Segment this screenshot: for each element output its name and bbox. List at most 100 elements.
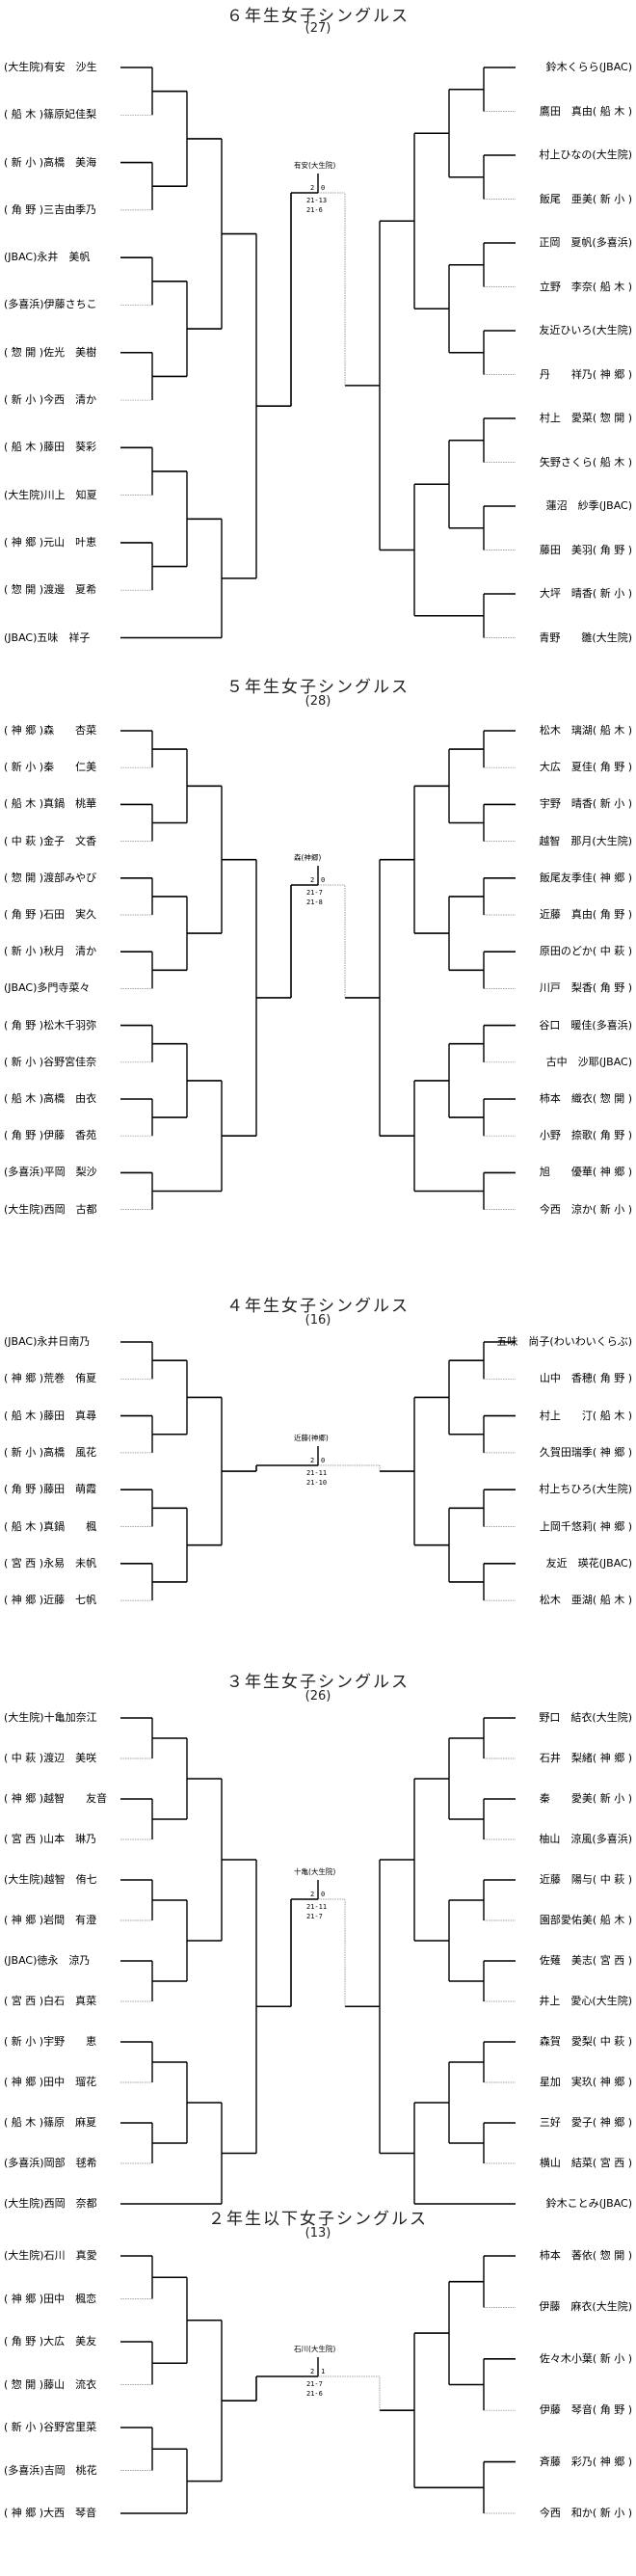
club-label: ( 新 小 )	[4, 393, 44, 407]
player-entry: 佐々木小葉( 新 小 )	[540, 2352, 632, 2366]
player-name: 旭 優華	[539, 1166, 593, 1179]
player-name: 森 杏菜	[43, 724, 97, 737]
player-name: 矢野さくら	[539, 455, 593, 469]
player-name: 佐光 美樹	[43, 345, 97, 359]
club-label: ( 惣 開 )	[4, 345, 44, 359]
club-label: (大生院)	[4, 1202, 44, 1216]
bracket-title: ４年生女子シングルス	[226, 1297, 410, 1316]
player-name: 友近ひいろ	[539, 324, 593, 336]
player-name: 今西 涼か	[539, 1202, 593, 1216]
club-label: (大生院)	[592, 324, 632, 336]
club-label: ( 角 野 )	[4, 2335, 44, 2348]
player-name: 永易 未帆	[43, 1556, 97, 1570]
champion-label: 森(神郷)	[294, 853, 322, 862]
player-entry: 丹 祥乃( 神 郷 )	[540, 368, 632, 382]
player-entry: 柿本 織衣( 惣 開 )	[540, 1092, 632, 1106]
player-entry: ( 宮 西 )山本 琳乃	[4, 1833, 96, 1846]
club-label: (JBAC)	[4, 1335, 38, 1348]
player-name: 西岡 奈都	[43, 2197, 97, 2210]
player-entry: ( 中 萩 )渡辺 美咲	[4, 1752, 96, 1765]
player-entry: ( 神 郷 )近藤 七帆	[4, 1594, 96, 1607]
player-entry: (大生院)西岡 奈都	[4, 2197, 97, 2211]
player-entry: 伊藤 麻衣(大生院)	[539, 2300, 632, 2314]
final-score: 21-6	[306, 2390, 323, 2398]
club-label: (JBAC)	[598, 499, 632, 512]
player-entry: 旭 優華( 神 郷 )	[540, 1166, 632, 1179]
club-label: ( 角 野 )	[592, 761, 632, 774]
club-label: (大生院)	[4, 1873, 44, 1886]
player-name: 五味 尚子	[496, 1335, 550, 1348]
player-name: 森賀 愛梨	[539, 2035, 593, 2048]
player-entry: 正岡 夏帆(多喜浜)	[539, 236, 632, 250]
player-name: 有安 沙生	[43, 61, 97, 73]
final-score: 21-11	[306, 1903, 327, 1911]
player-entry: 佐薙 美志( 宮 西 )	[540, 1954, 632, 1968]
player-entry: (JBAC)五味 祥子	[4, 631, 90, 645]
player-entry: 村上 愛菜( 惣 開 )	[540, 412, 632, 425]
player-entry: (大生院)石川 真愛	[4, 2249, 97, 2263]
club-label: ( 宮 西 )	[4, 1995, 44, 2007]
final-right-games: 0	[321, 1457, 325, 1464]
player-entry: 立野 李奈( 船 木 )	[540, 281, 632, 294]
club-label: ( 神 郷 )	[592, 367, 632, 381]
player-name: 永井 美帆	[37, 251, 91, 264]
player-entry: 青野 雛(大生院)	[539, 631, 632, 645]
player-name: 久賀田瑞季	[539, 1445, 593, 1459]
bracket-title: ３年生女子シングルス	[226, 1673, 410, 1692]
final-score: 21-11	[306, 1469, 327, 1477]
final-score: 21-10	[306, 1479, 327, 1487]
player-entry: 山中 香穂( 角 野 )	[540, 1372, 632, 1385]
player-entry: ( 船 木 )真鍋 桃華	[4, 797, 96, 811]
player-name: 飯尾 亜美	[539, 192, 593, 205]
player-name: 真鍋 楓	[43, 1519, 97, 1533]
club-label: ( 船 木 )	[4, 2116, 44, 2129]
club-label: ( 船 木 )	[592, 1594, 632, 1607]
player-name: 渡部みやび	[43, 871, 97, 884]
player-name: 伊藤さちこ	[43, 298, 97, 311]
player-entry: 松木 亜湖( 船 木 )	[540, 1594, 632, 1607]
player-name: 柿本 萫依	[539, 2249, 593, 2262]
player-entry: 友近ひいろ(大生院)	[539, 324, 632, 337]
player-name: 大広 夏佳	[539, 761, 593, 774]
club-label: ( 新 小 )	[4, 761, 44, 774]
club-label: ( 船 木 )	[4, 797, 44, 811]
club-label: ( 角 野 )	[592, 1129, 632, 1142]
player-entry: 斉藤 彩乃( 神 郷 )	[540, 2455, 632, 2469]
club-label: ( 神 郷 )	[592, 1166, 632, 1179]
player-name: 永井日南乃	[37, 1335, 91, 1348]
player-name: 三好 愛子	[539, 2116, 593, 2129]
player-entry: ( 惣 開 )渡邊 夏希	[4, 583, 96, 597]
player-entry: 石井 梨緒( 神 郷 )	[540, 1752, 632, 1765]
club-label: ( 船 木 )	[4, 1409, 44, 1422]
final-left-games: 2	[310, 184, 314, 192]
club-label: (JBAC)	[598, 2197, 632, 2210]
player-name: 秋月 清か	[43, 945, 97, 958]
club-label: ( 船 木 )	[592, 455, 632, 469]
player-entry: ( 新 小 )秋月 清か	[4, 945, 96, 958]
player-name: 松木 亜湖	[539, 1594, 593, 1607]
club-label: ( 船 木 )	[4, 1519, 44, 1533]
champion-label: 近藤(神郷)	[294, 1434, 329, 1442]
final-score: 21-6	[306, 206, 323, 214]
club-label: (大生院)	[4, 61, 44, 73]
player-entry: ( 角 野 )松木千羽弥	[4, 1019, 96, 1033]
club-label: (大生院)	[592, 148, 632, 161]
player-entry: (大生院)越智 侑七	[4, 1873, 97, 1887]
player-name: 十亀加奈江	[43, 1711, 97, 1724]
player-entry: 井上 愛心(大生院)	[539, 1995, 632, 2008]
player-name: 川上 知夏	[43, 488, 97, 501]
club-label: ( 神 郷 )	[592, 2076, 632, 2088]
player-entry: 鷹田 真由( 船 木 )	[540, 105, 632, 119]
bracket-title: ２年生以下女子シングルス	[208, 2210, 428, 2229]
final-score: 21-13	[306, 197, 327, 204]
player-entry: (多喜浜)岡部 毬希	[4, 2157, 97, 2170]
final-score: 21-7	[306, 889, 323, 897]
player-entry: 園部愛佑美( 船 木 )	[540, 1914, 632, 1927]
entry-count: (26)	[305, 1689, 331, 1704]
club-label: ( 角 野 )	[592, 543, 632, 556]
player-name: 藤山 流衣	[43, 2377, 97, 2391]
club-label: (多喜浜)	[4, 298, 44, 311]
club-label: (大生院)	[592, 1711, 632, 1724]
